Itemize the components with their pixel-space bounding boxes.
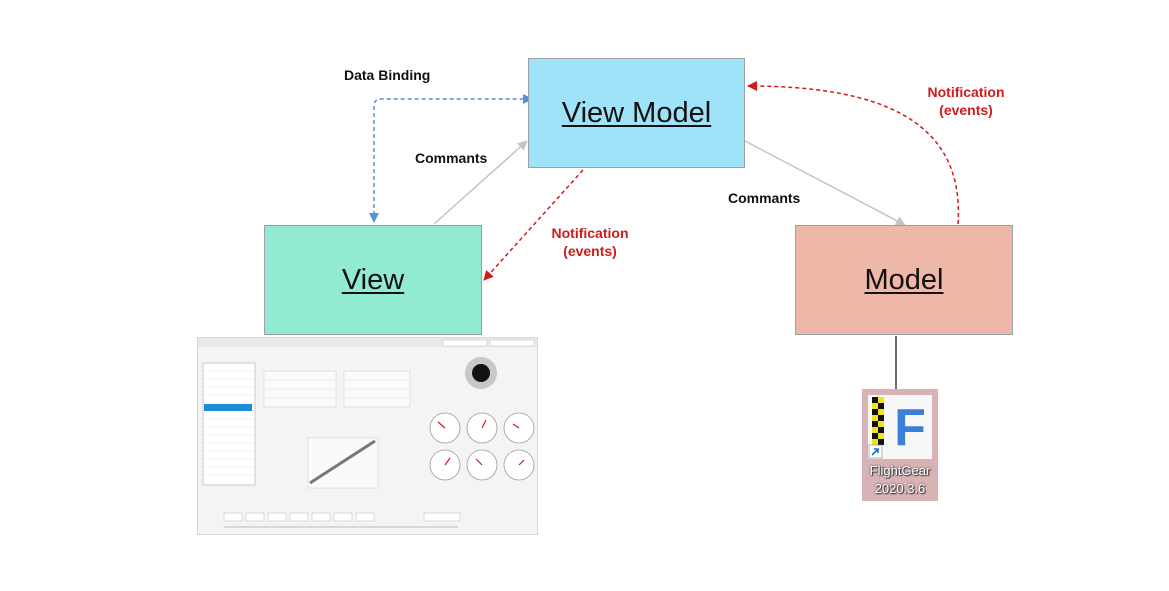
data-binding-label: Data Binding — [344, 67, 431, 83]
flightgear-label-line1: FlightGear — [869, 463, 931, 478]
notification-model-to-viewmodel-arrow — [747, 81, 960, 225]
app-screenshot-thumbnail — [197, 337, 538, 535]
model-label: Model — [864, 263, 944, 296]
notification-view-line1: Notification — [551, 225, 629, 241]
notification-view-line2: (events) — [563, 243, 617, 259]
view-box: View — [264, 225, 482, 335]
flightgear-shortcut-icon: F — [868, 395, 932, 459]
view-model-box: View Model — [528, 58, 745, 168]
view-label: View — [341, 263, 405, 296]
flightgear-logo-letter: F — [894, 399, 926, 457]
flightgear-label-line2: 2020.3.6 — [874, 481, 926, 496]
commands-view-to-viewmodel-arrow — [433, 140, 528, 225]
notification-viewmodel-to-view-arrow — [483, 169, 584, 281]
flightgear-shortcut[interactable]: F FlightGear 2020.3.6 — [862, 389, 938, 501]
commands-viewmodel-to-model-arrow — [744, 140, 906, 226]
notification-model-line1: Notification — [927, 84, 1005, 100]
notification-model-line2: (events) — [939, 102, 993, 118]
commands-model-label: Commants — [728, 190, 801, 206]
app-thumbnail-drawing — [198, 338, 537, 528]
model-box: Model — [795, 225, 1013, 335]
notification-view-label: Notification (events) — [540, 224, 640, 260]
data-binding-arrow — [369, 94, 533, 223]
notification-model-label: Notification (events) — [916, 83, 1016, 119]
view-model-label: View Model — [561, 96, 712, 129]
commands-view-label: Commants — [415, 150, 488, 166]
